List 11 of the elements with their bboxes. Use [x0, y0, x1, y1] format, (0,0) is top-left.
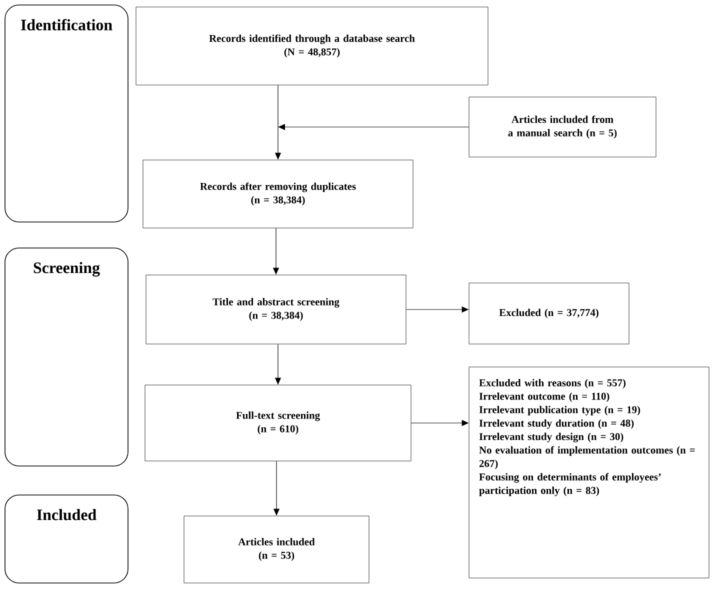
process-box: Records after removing duplicates (n = 38,384) [142, 160, 414, 228]
process-box: Articles included from a manual search (n = 5) [468, 96, 656, 158]
process-box: Articles included (n = 53) [184, 516, 370, 584]
stage-label-box: Included [4, 494, 128, 584]
process-box: Records identified through a database search (N = 48,857) [136, 6, 488, 86]
process-box: Full-text screening (n = 610) [144, 384, 412, 462]
process-box: Excluded (n = 37,774) [468, 282, 630, 344]
process-box: Title and abstract screening (n = 38,384) [146, 274, 406, 344]
exclusion-box: Excluded with reasons (n = 557) Irrelevant outcome (n = 110) Irrelevant publication type (n = 19) Irrelevant study duration (n = 48) Irrelevant study design (n = 30) No evaluation of implementation outcomes (n = 267) Focusing on determinants of employees’ participation only (n = 83) [468, 366, 710, 578]
stage-label-box: Screening [4, 248, 128, 466]
stage-label-box: Identification [4, 4, 128, 222]
